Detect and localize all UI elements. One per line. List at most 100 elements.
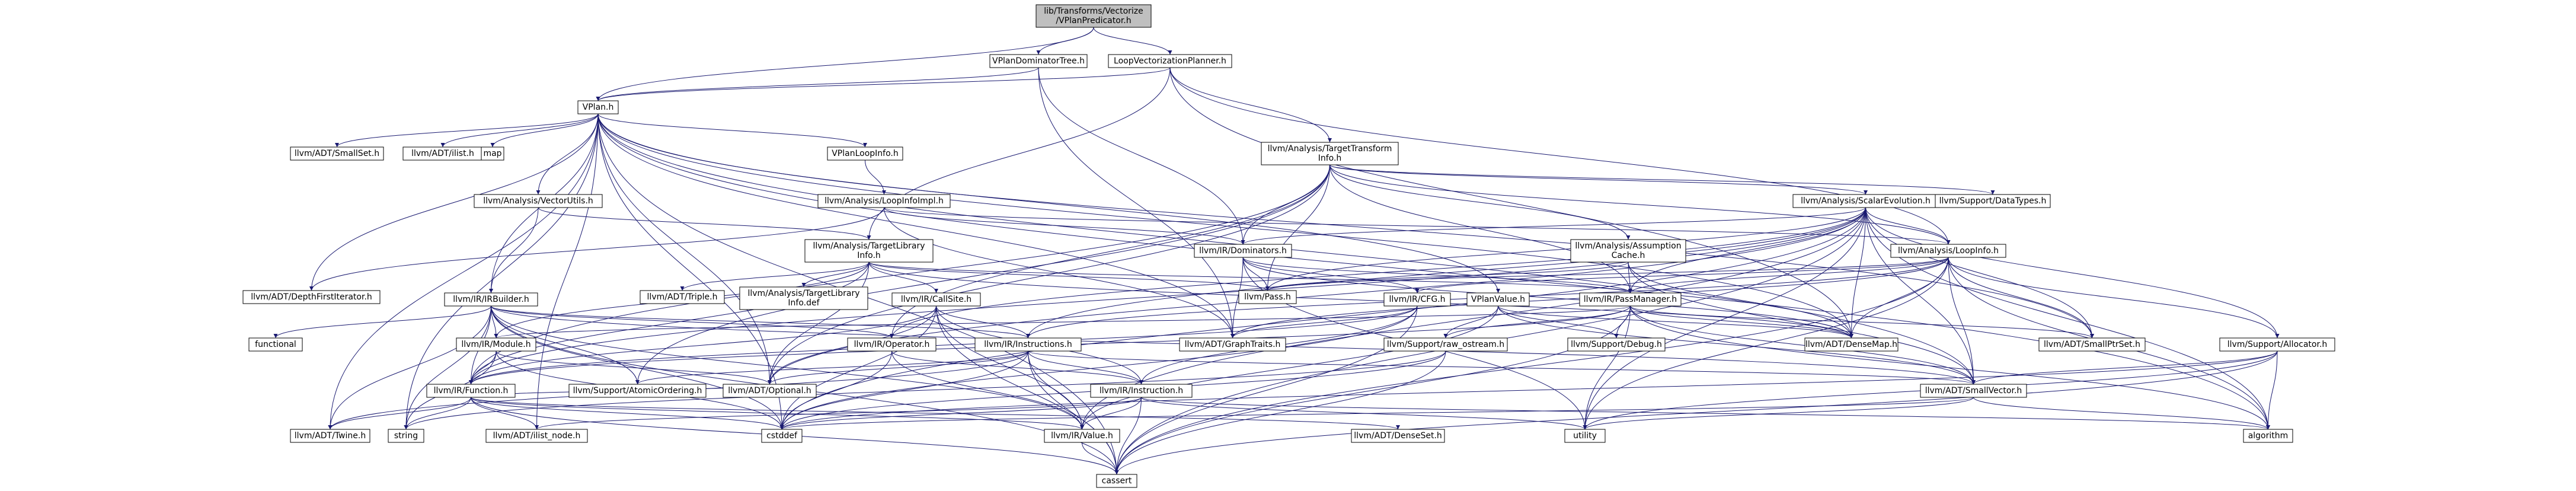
node-box-tlidef xyxy=(739,286,868,310)
node-box-vplandomtree xyxy=(989,54,1088,68)
node-value[interactable]: llvm/IR/Value.h xyxy=(1044,429,1120,443)
node-box-lvplanner xyxy=(1108,54,1232,68)
node-ilist[interactable]: llvm/ADT/ilist.h xyxy=(402,146,483,161)
node-box-pass xyxy=(1238,290,1297,304)
edge-assumption-to-pass xyxy=(1265,262,1629,291)
node-box-rawostream xyxy=(1383,337,1508,352)
node-label-callsite: llvm/IR/CallSite.h xyxy=(901,295,971,304)
edge-function-to-denseset xyxy=(471,397,1400,430)
node-module[interactable]: llvm/IR/Module.h xyxy=(456,337,536,352)
node-label-vectorutils: llvm/Analysis/VectorUtils.h xyxy=(483,196,593,206)
edge-cfg-to-cstddef xyxy=(779,305,1418,430)
node-label-instructions: llvm/IR/Instructions.h xyxy=(984,340,1072,349)
node-loopinfoimpl[interactable]: llvm/Analysis/LoopInfoImpl.h xyxy=(817,194,951,208)
node-lvplanner[interactable]: LoopVectorizationPlanner.h xyxy=(1108,54,1232,68)
edge-allocator-to-algorithm xyxy=(2266,350,2278,430)
node-smallptrset[interactable]: llvm/ADT/SmallPtrSet.h xyxy=(2038,337,2146,352)
node-label-value: llvm/IR/Value.h xyxy=(1051,431,1113,441)
node-operator[interactable]: llvm/IR/Operator.h xyxy=(847,337,937,352)
node-vpvalue[interactable]: VPlanValue.h xyxy=(1466,292,1530,307)
edge-dominators-to-cfg xyxy=(1242,257,1420,294)
node-map[interactable]: map xyxy=(481,146,504,161)
node-box-cfg xyxy=(1383,292,1451,307)
node-callsite[interactable]: llvm/IR/CallSite.h xyxy=(891,292,981,307)
node-instructions[interactable]: llvm/IR/Instructions.h xyxy=(974,337,1082,352)
edge-allocator-to-cstddef xyxy=(779,350,2278,430)
node-string[interactable]: string xyxy=(388,429,424,443)
edge-vplan-to-ilist xyxy=(440,113,599,148)
node-box-ilistnode xyxy=(485,429,588,443)
node-box-denseset xyxy=(1351,429,1445,443)
node-atomicordering[interactable]: llvm/Support/AtomicOrdering.h xyxy=(568,384,707,398)
node-passmanager[interactable]: llvm/IR/PassManager.h xyxy=(1579,292,1682,307)
node-datatypes[interactable]: llvm/Support/DataTypes.h xyxy=(1935,194,2051,208)
node-pass[interactable]: llvm/Pass.h xyxy=(1238,290,1297,304)
node-twine[interactable]: llvm/ADT/Twine.h xyxy=(290,429,370,443)
edge-dominators-to-graphtraits xyxy=(1231,257,1244,339)
node-irbuilder[interactable]: llvm/IR/IRBuilder.h xyxy=(444,292,538,307)
node-root[interactable]: lib/Transforms/Vectorize/VPlanPredicator… xyxy=(1035,4,1152,28)
node-cassert[interactable]: cassert xyxy=(1096,474,1137,488)
node-dominators[interactable]: llvm/IR/Dominators.h xyxy=(1194,244,1292,258)
node-box-function xyxy=(426,384,516,398)
node-functional[interactable]: functional xyxy=(248,337,303,352)
node-instruction[interactable]: llvm/IR/Instruction.h xyxy=(1090,384,1193,398)
node-optional[interactable]: llvm/ADT/Optional.h xyxy=(723,384,817,398)
edge-allocator-to-smallvector xyxy=(1971,350,2278,385)
node-label-instruction: llvm/IR/Instruction.h xyxy=(1100,386,1183,396)
node-dfiter[interactable]: llvm/ADT/DepthFirstIterator.h xyxy=(242,290,381,304)
edge-instructions-to-cassert xyxy=(1028,350,1119,475)
node-smallset[interactable]: llvm/ADT/SmallSet.h xyxy=(290,146,384,161)
node-triple[interactable]: llvm/ADT/Triple.h xyxy=(640,290,725,304)
edge-cfg-to-function xyxy=(469,305,1418,385)
edge-loopinfo-to-cfg xyxy=(1415,257,1949,294)
node-vplanloopinfo[interactable]: VPlanLoopInfo.h xyxy=(827,146,903,161)
edge-loopinfo-to-passmanager xyxy=(1628,257,1949,294)
node-algorithm[interactable]: algorithm xyxy=(2243,429,2293,443)
edge-vplan-to-densemap xyxy=(597,113,1853,339)
edge-vplan-to-map xyxy=(490,113,599,148)
node-smallvector[interactable]: llvm/ADT/SmallVector.h xyxy=(1920,384,2027,398)
node-densemap[interactable]: llvm/ADT/DenseMap.h xyxy=(1804,337,1899,352)
node-box-string xyxy=(388,429,424,443)
edge-vpvalue-to-debug xyxy=(1498,305,1619,339)
node-box-twine xyxy=(290,429,370,443)
node-debug[interactable]: llvm/Support/Debug.h xyxy=(1567,337,1666,352)
edge-vpvalue-to-rawostream xyxy=(1443,305,1498,339)
node-label-ilist: llvm/ADT/ilist.h xyxy=(411,149,474,158)
node-ilistnode[interactable]: llvm/ADT/ilist_node.h xyxy=(485,429,588,443)
node-box-instruction xyxy=(1090,384,1193,398)
edge-allocator-to-cassert xyxy=(1114,350,2278,475)
edge-loopinfoimpl-to-loopinfo xyxy=(884,207,1951,245)
node-label-loopinfoimpl: llvm/Analysis/LoopInfoImpl.h xyxy=(824,196,944,206)
edge-instructions-to-optional xyxy=(768,350,1028,385)
node-label-dfiter: llvm/ADT/DepthFirstIterator.h xyxy=(251,292,372,302)
node-cfg[interactable]: llvm/IR/CFG.h xyxy=(1383,292,1451,307)
node-cstddef[interactable]: cstddef xyxy=(761,429,803,443)
node-graphtraits[interactable]: llvm/ADT/GraphTraits.h xyxy=(1179,337,1286,352)
node-function[interactable]: llvm/IR/Function.h xyxy=(426,384,516,398)
edge-function-to-ilistnode xyxy=(471,397,539,430)
node-rawostream[interactable]: llvm/Support/raw_ostream.h xyxy=(1383,337,1508,352)
node-label-passmanager: llvm/IR/PassManager.h xyxy=(1584,295,1677,304)
node-box-functional xyxy=(248,337,303,352)
node-box-vpvalue xyxy=(1466,292,1530,307)
edge-passmanager-to-utility xyxy=(1583,305,1631,430)
node-vplan[interactable]: VPlan.h xyxy=(577,100,619,114)
node-label-twine: llvm/ADT/Twine.h xyxy=(295,431,366,441)
node-label-tlidef: llvm/Analysis/TargetLibrary xyxy=(747,289,859,298)
node-utility[interactable]: utility xyxy=(1564,429,1606,443)
node-allocator[interactable]: llvm/Support/Allocator.h xyxy=(2219,337,2335,352)
edge-instructions-to-atomicordering xyxy=(635,350,1028,385)
node-vplandomtree[interactable]: VPlanDominatorTree.h xyxy=(989,54,1088,68)
node-loopinfo[interactable]: llvm/Analysis/LoopInfo.h xyxy=(1890,244,2006,258)
node-scev[interactable]: llvm/Analysis/ScalarEvolution.h xyxy=(1792,194,1939,208)
node-vectorutils[interactable]: llvm/Analysis/VectorUtils.h xyxy=(474,194,603,208)
node-box-map xyxy=(481,146,504,161)
edge-irbuilder-to-twine xyxy=(328,305,491,430)
node-denseset[interactable]: llvm/ADT/DenseSet.h xyxy=(1351,429,1445,443)
